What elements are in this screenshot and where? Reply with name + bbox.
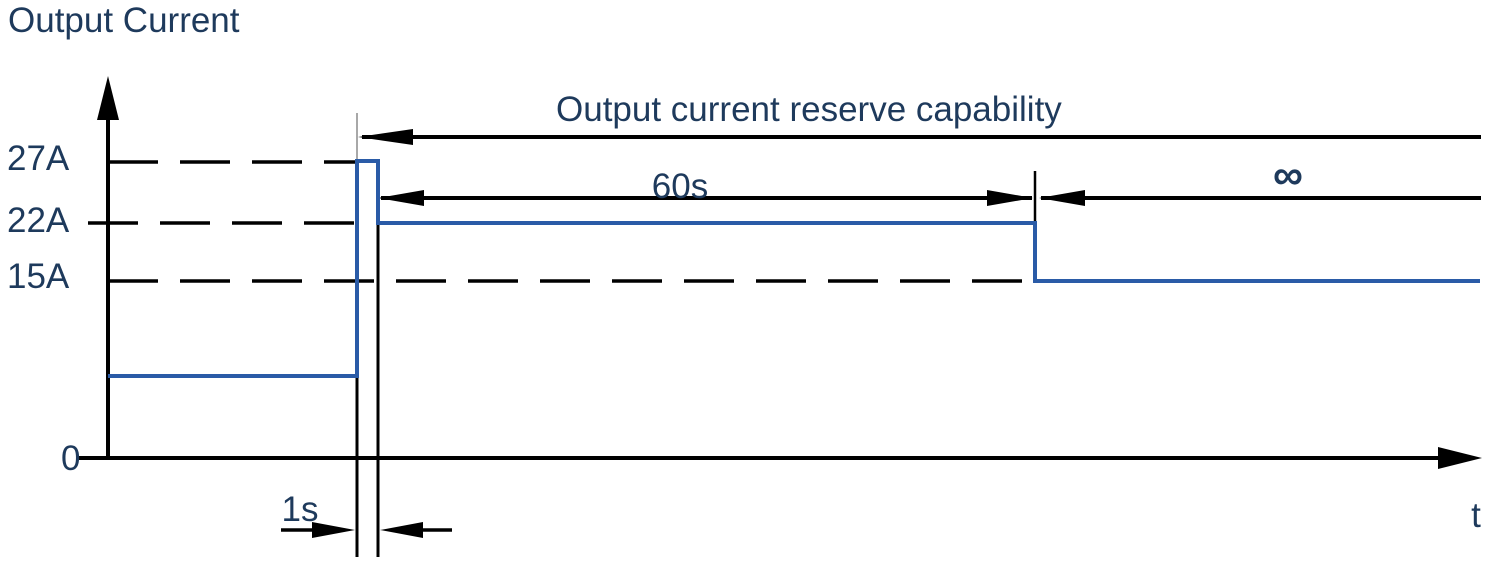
y-axis-arrow-icon [97, 76, 119, 120]
arrow-left-icon [380, 522, 423, 538]
duration-60s-arrow [378, 190, 1033, 206]
arrow-left-icon [358, 129, 413, 145]
y-axis-label-22a: 22A [7, 201, 70, 240]
dashed-reference-lines [88, 160, 1036, 283]
x-axis-label-t: t [1471, 496, 1481, 535]
duration-infinity-arrow [1039, 190, 1481, 206]
y-axis-label-27a: 27A [7, 139, 70, 178]
reserve-capability-arrow [358, 129, 1481, 145]
arrow-right-icon [312, 522, 355, 538]
arrow-left-icon [378, 190, 424, 206]
duration-60s-label: 60s [652, 167, 708, 206]
reserve-capability-label: Output current reserve capability [556, 90, 1062, 129]
dimension-extension-lines [355, 113, 1037, 557]
arrow-right-icon [987, 190, 1033, 206]
y-axis-label-15a: 15A [7, 257, 70, 296]
output-current-trace [108, 159, 1480, 378]
duration-1s-arrows [281, 522, 452, 538]
page-title: Output Current [8, 1, 240, 40]
duration-1s-label: 1s [282, 490, 319, 529]
infinity-label: ∞ [1273, 151, 1303, 198]
origin-label: 0 [61, 439, 80, 478]
x-axis-arrow-icon [1438, 447, 1482, 469]
axes [77, 76, 1482, 469]
arrow-left-icon [1039, 190, 1085, 206]
